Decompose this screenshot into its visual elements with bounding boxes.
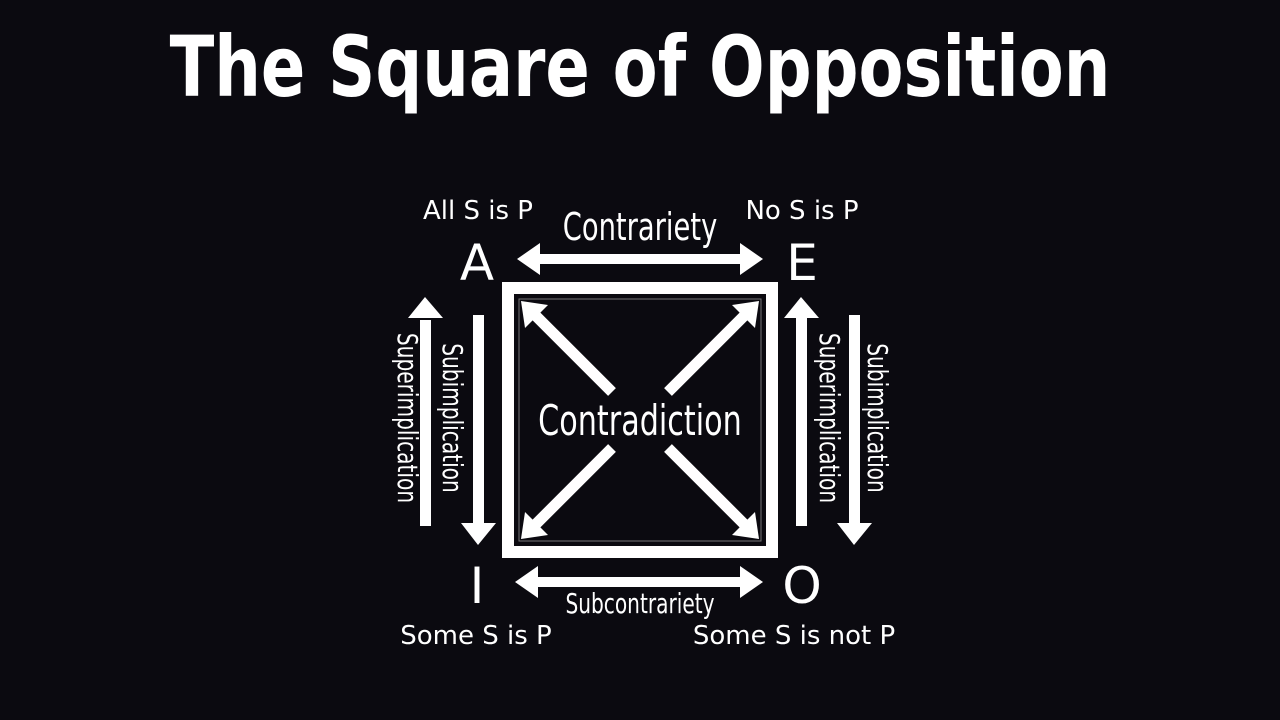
corner-letter-i: I	[470, 557, 485, 615]
left-subimplication-label: Subimplication	[436, 343, 469, 493]
contradiction-diagonal-arrows-icon	[521, 301, 759, 539]
right-superimplication-label: Superimplication	[813, 333, 846, 503]
corner-letter-a: A	[460, 234, 494, 292]
left-subimplication-down-arrow-icon	[461, 315, 496, 545]
corner-letter-e: E	[786, 234, 818, 292]
contrariety-double-arrow-icon	[517, 243, 763, 275]
proposition-a: All S is P	[423, 196, 533, 226]
page-title: The Square of Opposition	[169, 18, 1111, 116]
proposition-e: No S is P	[745, 196, 858, 226]
proposition-o: Some S is not P	[693, 621, 895, 651]
contradiction-label: Contradiction	[538, 396, 742, 445]
right-subimplication-down-arrow-icon	[837, 315, 872, 545]
square-box	[502, 282, 778, 558]
subcontrariety-double-arrow-icon	[515, 566, 763, 598]
proposition-i: Some S is P	[400, 621, 551, 651]
left-superimplication-up-arrow-icon	[408, 297, 443, 526]
right-superimplication-up-arrow-icon	[784, 297, 819, 526]
left-superimplication-label: Superimplication	[391, 333, 424, 503]
right-subimplication-label: Subimplication	[861, 343, 894, 493]
corner-letter-o: O	[782, 557, 821, 615]
contrariety-label: Contrariety	[563, 204, 718, 249]
subcontrariety-label: Subcontrariety	[565, 587, 714, 620]
